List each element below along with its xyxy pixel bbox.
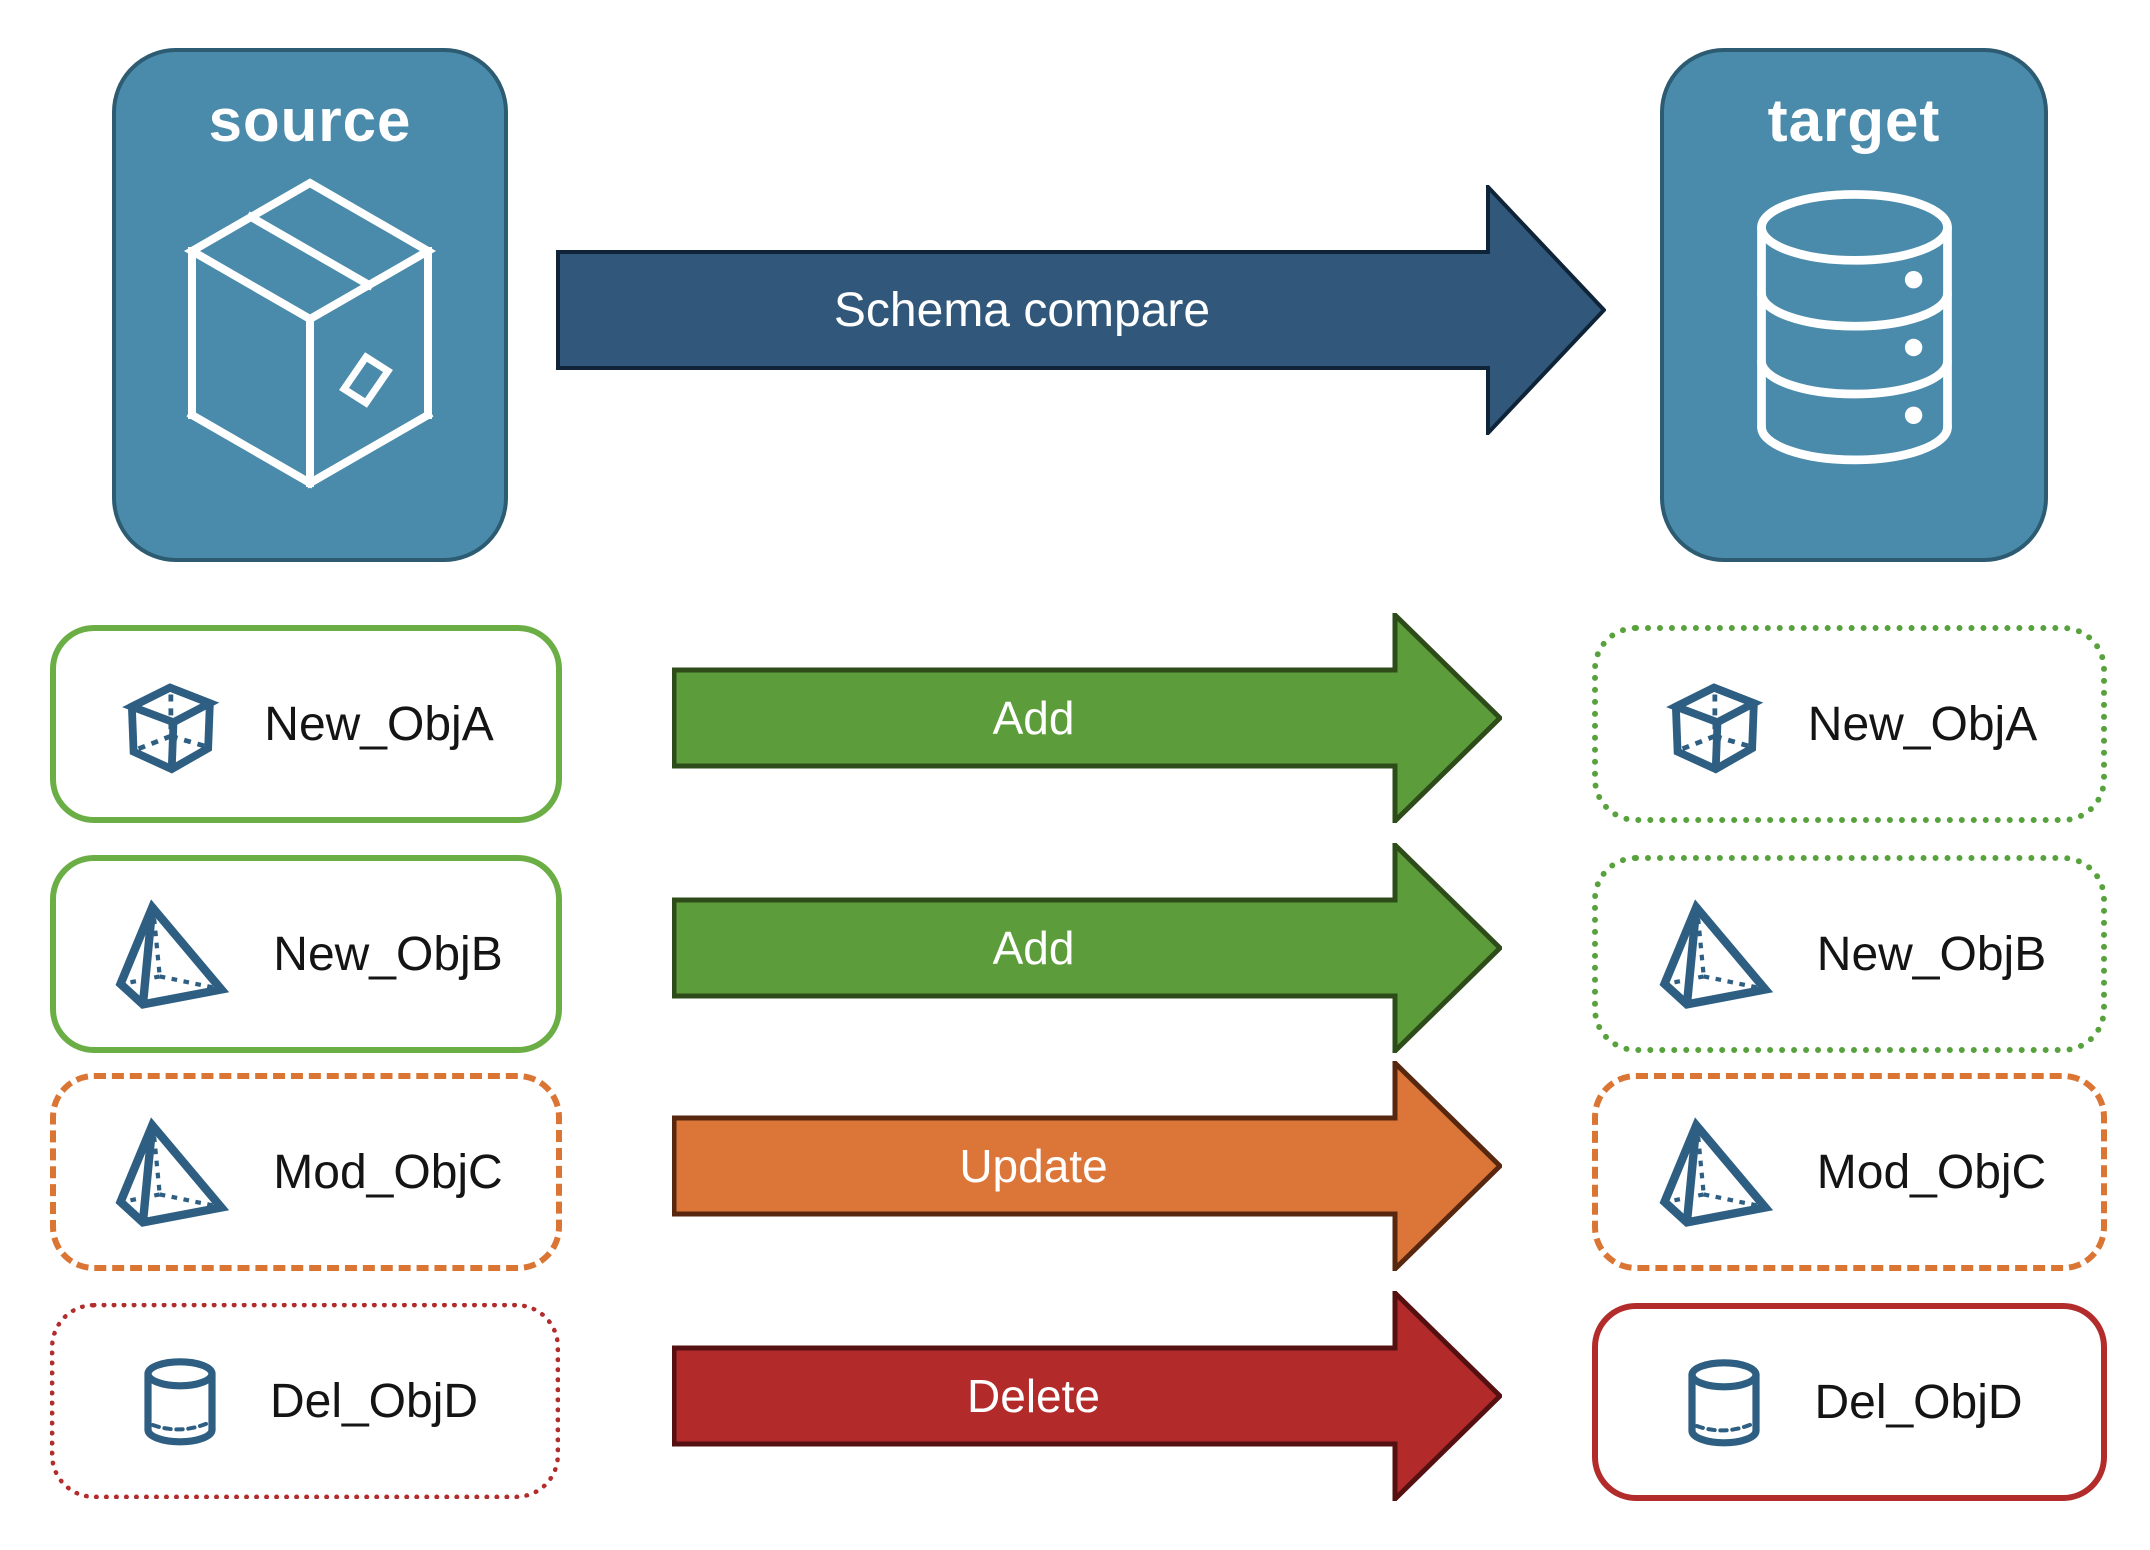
pyramid-icon [115, 899, 230, 1009]
source-object-box-mod-objc: Mod_ObjC [50, 1073, 562, 1271]
object-label: Del_ObjD [269, 1374, 479, 1428]
schema-compare-arrow [556, 185, 1606, 435]
cube-icon [1665, 683, 1764, 774]
update-arrow [672, 1061, 1502, 1271]
target-object-box-new-objb: New_ObjB [1592, 855, 2107, 1053]
source-object-box-new-objb: New_ObjB [50, 855, 562, 1053]
object-label: New_ObjB [273, 927, 503, 981]
object-label: Mod_ObjC [1816, 1145, 2047, 1199]
cube-icon [122, 683, 220, 774]
add-arrow-2 [672, 843, 1502, 1053]
delete-arrow [672, 1291, 1502, 1501]
add-arrow-label-1: Add [992, 692, 1075, 744]
target-object-box-del-objd: Del_ObjD [1592, 1303, 2107, 1501]
database-icon [1756, 190, 1952, 465]
source-panel: source [112, 48, 508, 562]
cylinder-icon [144, 1358, 216, 1446]
target-object-box-new-obja: New_ObjA [1592, 625, 2107, 823]
object-label: Mod_ObjC [273, 1145, 503, 1199]
object-label: New_ObjA [264, 697, 494, 751]
delete-arrow-label: Delete [967, 1370, 1100, 1422]
schema-compare-label: Schema compare [833, 283, 1211, 337]
object-label: New_ObjA [1807, 697, 2038, 751]
object-label: New_ObjB [1816, 927, 2047, 981]
source-object-box-del-objd: Del_ObjD [50, 1303, 560, 1499]
update-arrow-label: Update [959, 1140, 1108, 1192]
cylinder-icon [1688, 1359, 1761, 1447]
source-object-box-new-obja: New_ObjA [50, 625, 562, 823]
pyramid-icon [1659, 899, 1773, 1009]
target-title: target [1767, 87, 1941, 154]
target-panel: target [1660, 48, 2048, 562]
source-title: source [208, 87, 412, 154]
object-label: Del_ObjD [1814, 1375, 2023, 1429]
package-icon [183, 178, 437, 489]
target-object-box-mod-objc: Mod_ObjC [1592, 1073, 2107, 1271]
pyramid-icon [1659, 1117, 1773, 1227]
add-arrow-1 [672, 613, 1502, 823]
pyramid-icon [115, 1117, 230, 1227]
add-arrow-label-2: Add [992, 922, 1075, 974]
